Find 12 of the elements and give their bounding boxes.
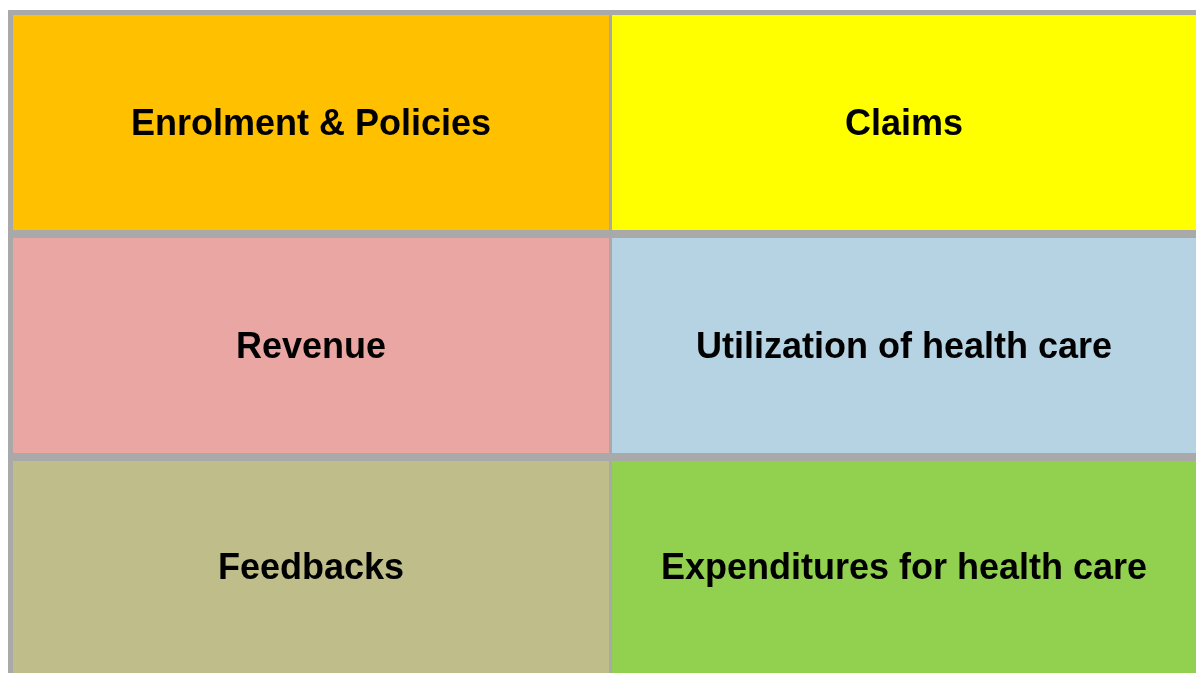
panel-title: Utilization of health care — [695, 324, 1113, 367]
category-panel — [13, 461, 609, 673]
category-panel — [612, 15, 1196, 230]
category-panel — [612, 238, 1196, 453]
category-panel — [13, 15, 609, 230]
panel-title: Enrolment & Policies — [130, 101, 492, 144]
panel-title: Revenue — [235, 324, 387, 367]
panel-title: Expenditures for health care — [660, 546, 1148, 588]
panel-title: Claims — [844, 101, 964, 144]
category-panel — [13, 238, 609, 453]
category-panel — [612, 461, 1196, 673]
panel-title: Feedbacks — [217, 546, 405, 588]
